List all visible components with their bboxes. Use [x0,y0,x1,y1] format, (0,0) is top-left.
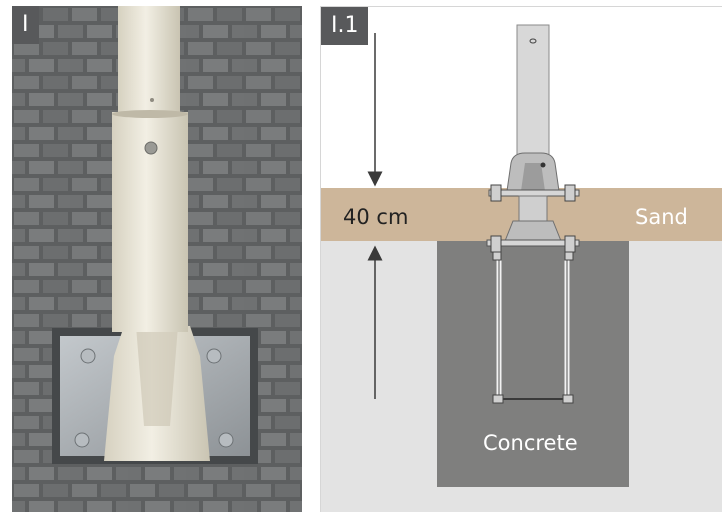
bolt [74,432,90,448]
socket-screw [540,162,546,168]
concrete-label: Concrete [483,431,578,455]
socket-shadow [521,163,545,191]
lower-socket [504,220,562,242]
installation-diagram: 40 cm Sand Concrete [321,24,722,512]
sand-label: Sand [635,205,688,229]
figure-tag: I [12,6,39,44]
flange-bolt [564,235,576,253]
nut [492,251,502,261]
post-fin [136,326,178,426]
photo-panel: I [12,6,302,512]
bolt [206,348,222,364]
sleeve-screw [144,141,158,155]
post-tube-upper [118,6,180,116]
bolt [80,348,96,364]
lower-flange [486,239,580,247]
flange-bolt [490,184,502,202]
nut [562,394,574,404]
nut [492,394,504,404]
flange-bolt [564,184,576,202]
diagram-panel: 40 cm Sand Concrete I.1 [320,6,722,512]
concrete-block [437,241,629,487]
figure-tag: I.1 [321,7,369,45]
flange-bolt [490,235,502,253]
depth-label: 40 cm [343,205,408,229]
bolt [218,432,234,448]
tube-hole [150,98,154,102]
paving-photo [12,6,302,512]
post [516,24,550,170]
nut [564,251,574,261]
sleeve-rim [112,110,188,118]
post-hole [529,38,537,44]
